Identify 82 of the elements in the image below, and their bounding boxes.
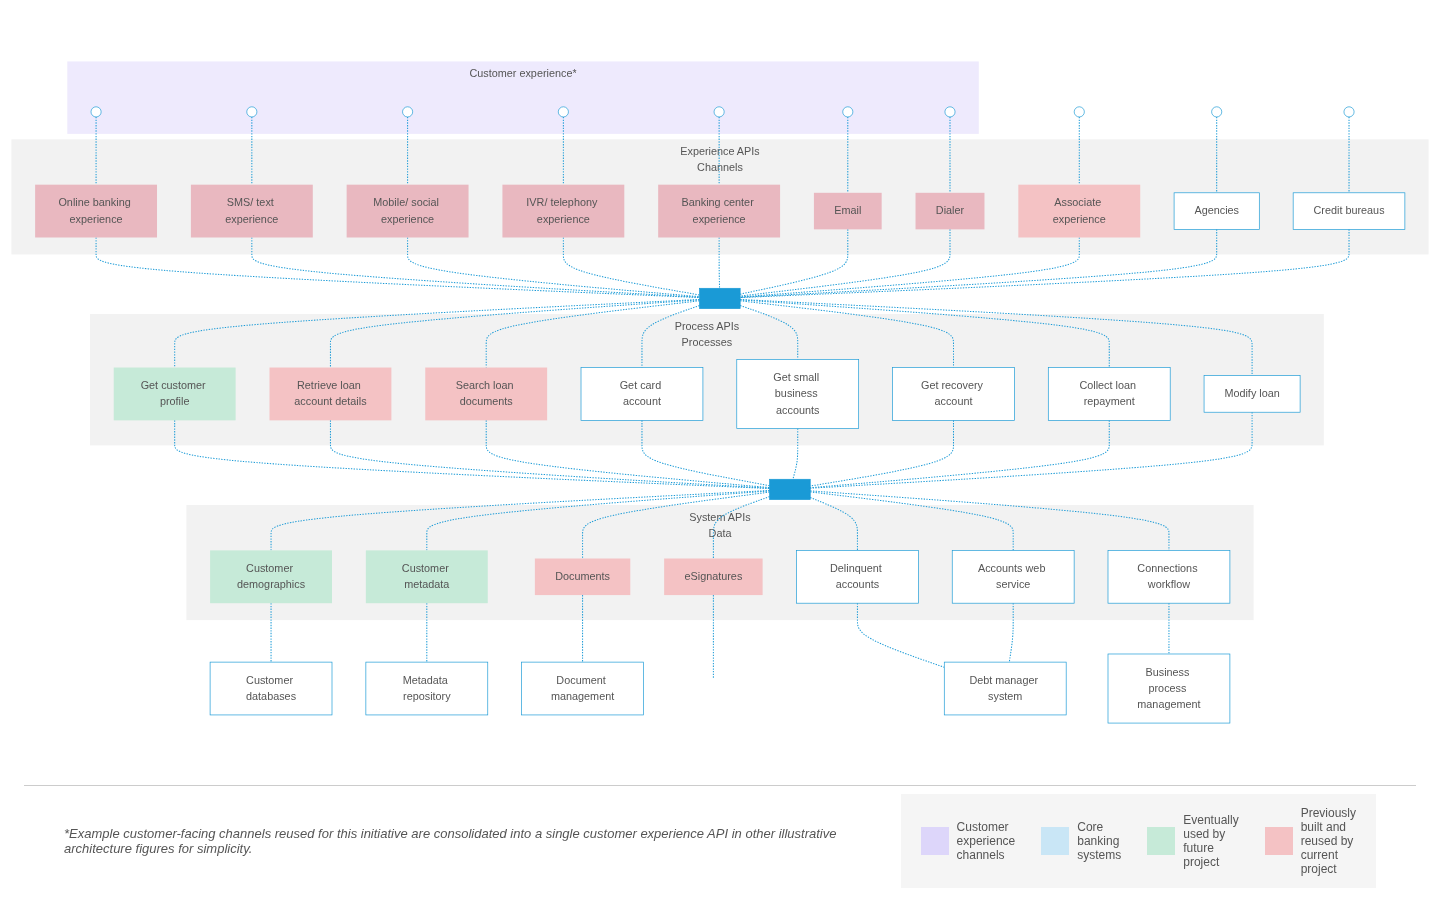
node-circle [402, 106, 413, 118]
connector [739, 299, 1253, 377]
connector [847, 116, 849, 194]
node-box: Customer databases [209, 662, 333, 716]
connector [739, 305, 799, 361]
node-box: Get recovery account [892, 367, 1015, 421]
node-box: Debt manager system [943, 662, 1067, 716]
cluster: Customer experience* [67, 61, 979, 135]
node-circle [1073, 106, 1085, 118]
connector [329, 420, 771, 489]
connector [809, 491, 1014, 552]
node-box: Dialer [915, 193, 985, 230]
node-circle [90, 106, 102, 118]
node-box: Delinquent accounts [796, 550, 919, 604]
node-box: Documents [534, 558, 631, 596]
connector [582, 594, 584, 663]
node-circle [1343, 106, 1355, 118]
node-circle [713, 106, 725, 118]
connector [251, 237, 701, 299]
node-box: Online banking experience [35, 184, 158, 238]
node-box: Mobile/ social experience [346, 184, 469, 238]
node-box: Customer demographics [210, 550, 332, 604]
connector [739, 299, 1110, 369]
node-box: Connections workflow [1107, 550, 1231, 604]
connector [485, 420, 771, 489]
connector [739, 229, 951, 297]
legend-text: Customer experience channels [956, 820, 1016, 862]
node-box: Banking center experience [658, 184, 781, 238]
node-box: Customer metadata [365, 550, 488, 604]
node-box: Credit bureaus [1292, 192, 1406, 230]
node-circle [557, 106, 569, 118]
connector [1216, 116, 1218, 194]
node-box: Associate experience [1018, 184, 1141, 238]
connector [95, 237, 701, 299]
node-box: Business process management [1107, 653, 1231, 724]
connector [562, 116, 564, 186]
node-circle [842, 106, 854, 118]
connector [718, 116, 720, 186]
node-box: Collect loan repayment [1047, 367, 1171, 421]
connector [407, 116, 409, 186]
node-box: Document management [521, 662, 644, 716]
node-box: IVR/ telephony experience [502, 184, 625, 238]
connector [1348, 116, 1350, 194]
node-circle [944, 106, 956, 118]
connector [174, 420, 771, 490]
connector [809, 420, 1110, 489]
node-box: SMS/ text experience [190, 184, 313, 238]
node-box: eSignatures [664, 558, 763, 596]
legend-text: Core banking systems [1077, 820, 1122, 862]
node-box: Get customer profile [113, 367, 236, 421]
node-box: Email [813, 193, 882, 230]
connector [95, 116, 97, 186]
footnote: *Example customer-facing channels reused for this initiative are consolidated into a single customer experience API in other illustrative architecture figures for simplicity. [64, 826, 838, 856]
connector [809, 420, 954, 487]
node-circle [1211, 106, 1223, 118]
node-box: Accounts web service [951, 550, 1075, 604]
node-box: Search loan documents [425, 367, 548, 421]
legend-text: Previously built and reused by current project [1300, 806, 1356, 876]
connector [251, 116, 253, 186]
node-circle [246, 106, 258, 118]
node-box: Get small business accounts [736, 359, 859, 430]
node-box: Metadata repository [365, 662, 489, 716]
connector [1078, 116, 1080, 186]
connector [792, 428, 799, 481]
node-bar [769, 479, 811, 501]
connector [718, 237, 721, 290]
connector [949, 116, 951, 194]
connector [739, 229, 1350, 299]
connector [739, 300, 954, 369]
connector [712, 594, 714, 680]
connector [426, 602, 428, 663]
connector [712, 496, 771, 560]
node-box: Retrieve loan account details [269, 367, 392, 421]
node-box: Agencies [1173, 192, 1260, 230]
connector [809, 490, 1170, 552]
legend-text: Eventually used by future project [1183, 813, 1239, 869]
connector [739, 229, 1218, 299]
node-bar [699, 288, 741, 310]
node-box: Get card account [580, 367, 704, 421]
connector [739, 237, 1080, 298]
node-box: Modify loan [1203, 375, 1301, 413]
connector [582, 491, 771, 560]
